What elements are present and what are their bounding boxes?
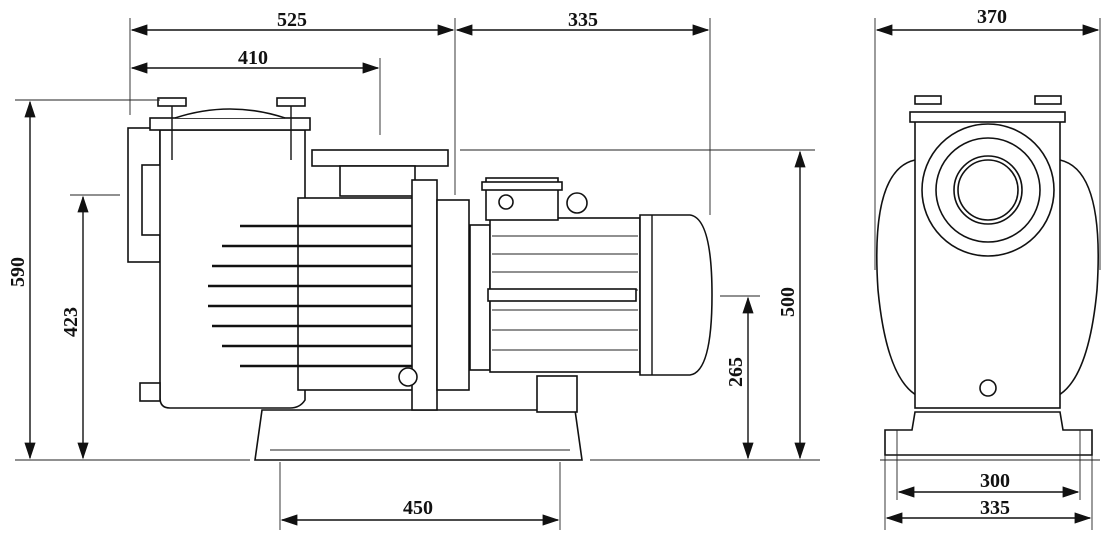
dim-outlet-height: 500 xyxy=(777,287,799,317)
dim-inlet-height: 423 xyxy=(60,307,82,337)
pump-front-view xyxy=(875,95,1100,461)
dim-overall-height: 590 xyxy=(7,257,29,287)
dim-motor-length: 335 xyxy=(568,9,598,31)
dim-strainer-outlet: 410 xyxy=(238,47,268,69)
dim-overall-width: 370 xyxy=(977,6,1007,28)
cooling-fins xyxy=(208,224,412,368)
dim-base-width: 335 xyxy=(980,497,1010,519)
dim-shaft-height: 265 xyxy=(725,357,747,387)
front-view-dimensions: 370 300 335 xyxy=(874,6,1101,530)
dim-base-mount-width: 300 xyxy=(980,470,1010,492)
dim-overall-length: 525 xyxy=(277,9,307,31)
side-view-dimensions: 525 335 410 590 423 500 265 450 xyxy=(7,9,815,530)
pump-side-view xyxy=(127,97,713,461)
dim-base-length: 450 xyxy=(403,497,433,519)
